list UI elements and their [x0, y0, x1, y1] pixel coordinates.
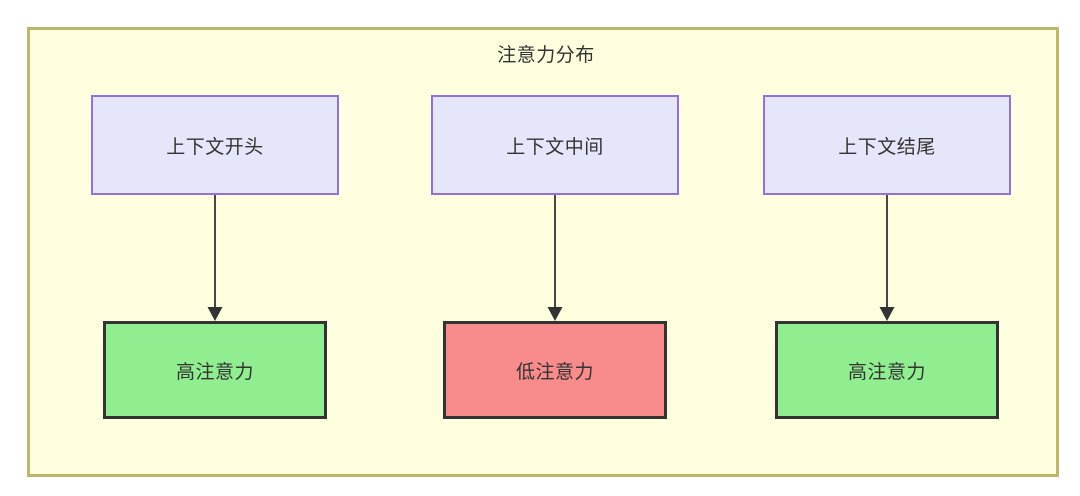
edge-context-end-to-high-attention [879, 195, 895, 321]
node-context-start[interactable]: 上下文开头 [91, 95, 339, 195]
diagram-title: 注意力分布 [497, 45, 595, 66]
node-low-attention-middle-label: 低注意力 [515, 361, 594, 383]
node-context-end-label: 上下文结尾 [838, 136, 936, 158]
node-context-end[interactable]: 上下文结尾 [763, 95, 1011, 195]
edge-context-middle-to-low-attention [547, 195, 563, 321]
attention-distribution-group: 注意力分布 上下文开头 上下文中间 [27, 27, 1059, 477]
node-context-middle-label: 上下文中间 [506, 136, 604, 158]
node-high-attention-end-label: 高注意力 [847, 361, 926, 383]
node-context-start-label: 上下文开头 [166, 136, 264, 158]
node-high-attention-start[interactable]: 高注意力 [103, 321, 327, 419]
node-high-attention-start-label: 高注意力 [175, 361, 254, 383]
node-high-attention-end[interactable]: 高注意力 [775, 321, 999, 419]
node-context-middle[interactable]: 上下文中间 [431, 95, 679, 195]
edge-context-start-to-high-attention [207, 195, 223, 321]
node-low-attention-middle[interactable]: 低注意力 [443, 321, 667, 419]
